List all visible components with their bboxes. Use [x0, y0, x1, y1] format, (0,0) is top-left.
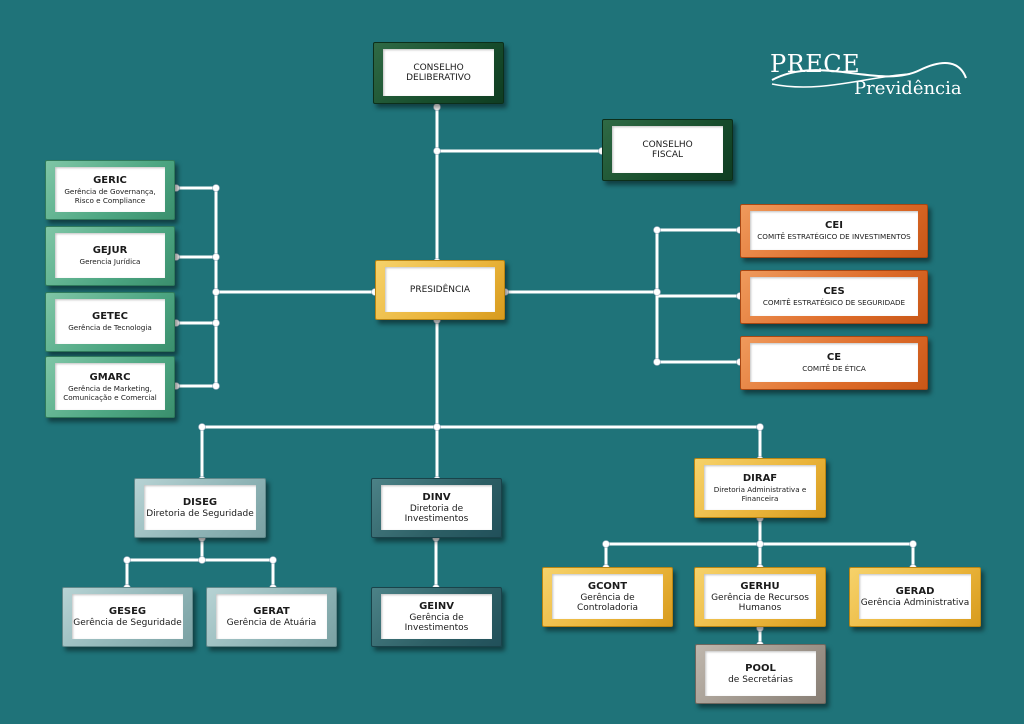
node-abbr: CONSELHO	[642, 139, 693, 150]
node-full: Diretoria Administrativa e Financeira	[713, 484, 807, 503]
node-label: CONSELHO FISCAL	[612, 126, 723, 173]
node-gerhu: GERHU Gerência de Recursos Humanos	[694, 567, 826, 627]
node-abbr: GETEC	[91, 311, 129, 322]
node-label: GERAD Gerência Administrativa	[859, 574, 971, 619]
node-abbr: GERIC	[93, 174, 127, 186]
node-gerad: GERAD Gerência Administrativa	[849, 567, 981, 627]
node-full: Gerencia Jurídica	[79, 257, 141, 266]
node-full: Gerência de Atuária	[226, 617, 317, 628]
logo-prece-text: PRECE	[770, 50, 861, 78]
node-diseg: DISEG Diretoria de Seguridade	[134, 478, 266, 538]
node-abbr: DIRAF	[742, 472, 778, 484]
node-abbr: POOL	[745, 662, 776, 674]
node-full: COMITÊ ESTRATÉGICO DE INVESTIMENTOS	[757, 232, 911, 241]
node-abbr: GEJUR	[92, 245, 128, 256]
node-label: GERIC Gerência de Governança, Risco e Co…	[55, 167, 165, 212]
node-label: POOL de Secretárias	[705, 651, 816, 696]
node-full: Gerência de Recursos Humanos	[711, 592, 809, 613]
node-abbr: CE	[826, 352, 842, 363]
node-conselho-deliberativo: CONSELHO DELIBERATIVO	[373, 42, 504, 104]
node-gejur: GEJUR Gerencia Jurídica	[45, 226, 175, 286]
logo-previdencia-text: Previdência	[854, 78, 962, 99]
node-label: DIRAF Diretoria Administrativa e Finance…	[704, 465, 816, 510]
node-label: GERHU Gerência de Recursos Humanos	[704, 574, 816, 619]
node-ce: CE COMITÊ DE ÉTICA	[740, 336, 928, 390]
node-gerat: GERAT Gerência de Atuária	[206, 587, 337, 647]
node-ces: CES COMITÊ ESTRATÉGICO DE SEGURIDADE	[740, 270, 928, 324]
node-abbr: GERHU	[740, 580, 780, 592]
node-label: CE COMITÊ DE ÉTICA	[750, 343, 918, 382]
node-geinv: GEINV Gerência de Investimentos	[371, 587, 502, 647]
node-full: Gerência de Investimentos	[404, 612, 469, 633]
node-dinv: DINV Diretoria de Investimentos	[371, 478, 502, 538]
node-label: GETEC Gerência de Tecnologia	[55, 299, 165, 344]
node-label: GESEG Gerência de Seguridade	[72, 594, 183, 639]
node-presidencia: PRESIDÊNCIA	[375, 260, 505, 320]
node-geseg: GESEG Gerência de Seguridade	[62, 587, 193, 647]
node-full: Gerência de Tecnologia	[68, 323, 152, 332]
node-abbr: GMARC	[89, 371, 131, 383]
node-label: DISEG Diretoria de Seguridade	[144, 485, 256, 530]
node-getec: GETEC Gerência de Tecnologia	[45, 292, 175, 352]
prece-logo: PRECE Previdência	[770, 48, 980, 108]
node-full: de Secretárias	[728, 674, 793, 685]
node-label: CES COMITÊ ESTRATÉGICO DE SEGURIDADE	[750, 277, 918, 316]
node-full: COMITÊ DE ÉTICA	[802, 364, 866, 373]
node-conselho-fiscal: CONSELHO FISCAL	[602, 119, 733, 181]
node-label: DINV Diretoria de Investimentos	[381, 485, 492, 530]
node-abbr: GEINV	[419, 600, 454, 612]
node-label: GCONT Gerência de Controladoria	[552, 574, 663, 619]
node-full: COMITÊ ESTRATÉGICO DE SEGURIDADE	[762, 298, 906, 307]
node-abbr: PRESIDÊNCIA	[409, 284, 471, 295]
node-label: CEI COMITÊ ESTRATÉGICO DE INVESTIMENTOS	[750, 211, 918, 250]
node-abbr: CES	[823, 286, 845, 297]
node-abbr: CEI	[825, 220, 843, 231]
node-abbr: GCONT	[587, 580, 628, 592]
node-full: Diretoria de Investimentos	[404, 503, 469, 524]
node-abbr: GERAD	[895, 585, 935, 597]
node-abbr: GERAT	[253, 605, 290, 617]
node-pool: POOL de Secretárias	[695, 644, 826, 704]
node-label: CONSELHO DELIBERATIVO	[383, 49, 494, 96]
node-label: GEJUR Gerencia Jurídica	[55, 233, 165, 278]
node-label: GERAT Gerência de Atuária	[216, 594, 327, 639]
node-gcont: GCONT Gerência de Controladoria	[542, 567, 673, 627]
logo-swoosh-icon	[771, 62, 967, 88]
node-label: GMARC Gerência de Marketing, Comunicação…	[55, 363, 165, 410]
node-full: Gerência de Controladoria	[577, 592, 638, 613]
node-gmarc: GMARC Gerência de Marketing, Comunicação…	[45, 356, 175, 418]
node-diraf: DIRAF Diretoria Administrativa e Finance…	[694, 458, 826, 518]
node-abbr: GESEG	[108, 605, 147, 617]
node-full: Diretoria de Seguridade	[146, 508, 254, 519]
node-abbr: DINV	[422, 491, 451, 503]
node-full: Gerência de Marketing, Comunicação e Com…	[63, 383, 157, 402]
node-full: Gerência de Seguridade	[73, 617, 182, 628]
node-label: PRESIDÊNCIA	[385, 267, 495, 312]
node-cei: CEI COMITÊ ESTRATÉGICO DE INVESTIMENTOS	[740, 204, 928, 258]
node-full: FISCAL	[652, 149, 683, 160]
node-full: DELIBERATIVO	[406, 72, 471, 83]
node-abbr: CONSELHO	[413, 62, 464, 73]
node-full: Gerência Administrativa	[860, 597, 970, 608]
node-geric: GERIC Gerência de Governança, Risco e Co…	[45, 160, 175, 220]
node-abbr: DISEG	[182, 496, 218, 508]
node-full: Gerência de Governança, Risco e Complian…	[64, 186, 156, 205]
node-label: GEINV Gerência de Investimentos	[381, 594, 492, 639]
